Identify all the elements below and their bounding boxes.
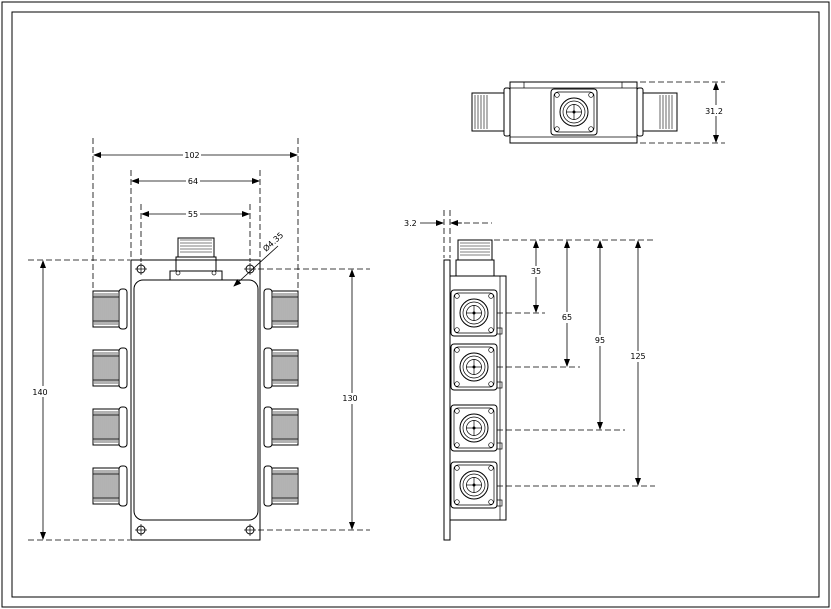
dim-width-outer: 102 bbox=[184, 151, 199, 160]
top-view bbox=[471, 81, 725, 144]
top-center-port bbox=[550, 88, 598, 136]
side-flange-plate bbox=[443, 259, 451, 541]
dim-height-inner: 130 bbox=[342, 394, 357, 403]
front-flange-plate bbox=[130, 259, 261, 541]
dim-offset-1: 35 bbox=[531, 267, 541, 276]
dim-offset-4: 125 bbox=[630, 352, 645, 361]
front-body bbox=[133, 279, 259, 521]
front-input-connector bbox=[169, 237, 223, 281]
mounting-hole bbox=[244, 524, 256, 536]
mounting-hole bbox=[135, 263, 147, 275]
dim-offset-3: 95 bbox=[595, 336, 605, 345]
hole-leader bbox=[233, 245, 279, 287]
top-left-connector bbox=[471, 87, 511, 137]
mounting-hole bbox=[135, 524, 147, 536]
dim-hole-diameter: Ø4.35 bbox=[261, 230, 286, 254]
inner-border bbox=[11, 11, 820, 598]
dim-height-outer: 140 bbox=[32, 388, 47, 397]
mounting-hole bbox=[244, 263, 256, 275]
dim-width-mid: 64 bbox=[188, 177, 198, 186]
side-top-connector bbox=[455, 239, 495, 277]
front-right-connectors bbox=[263, 288, 299, 507]
front-left-connectors bbox=[92, 288, 128, 507]
side-port bbox=[450, 461, 498, 509]
side-port bbox=[450, 343, 498, 391]
dim-width-inner: 55 bbox=[188, 210, 198, 219]
top-right-connector bbox=[636, 87, 678, 137]
side-port bbox=[450, 404, 498, 452]
dim-thickness: 3.2 bbox=[404, 219, 417, 228]
dim-offset-2: 65 bbox=[562, 313, 572, 322]
side-view bbox=[420, 210, 655, 541]
front-view bbox=[28, 138, 370, 541]
side-port bbox=[450, 289, 498, 337]
dim-top-height: 31.2 bbox=[705, 107, 723, 116]
